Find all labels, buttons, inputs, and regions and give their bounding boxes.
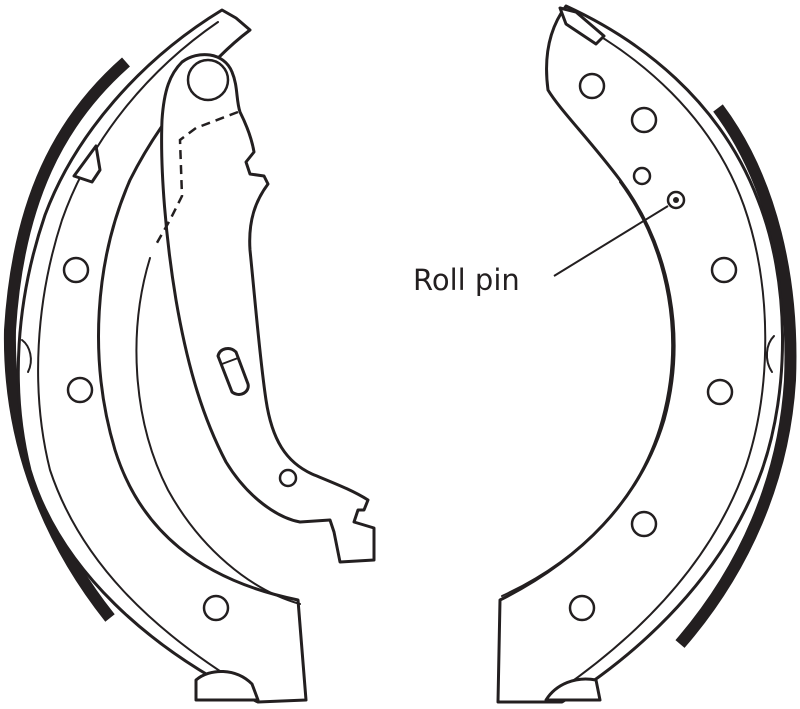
left-shoe-rivet-hole [62, 256, 90, 284]
right-shoe-rivet-hole [578, 72, 606, 100]
right-shoe-lining [675, 104, 797, 648]
left-brake-shoe [3, 8, 376, 704]
left-shoe-pivot-hole [186, 58, 230, 102]
left-shoe-slot [216, 347, 250, 396]
left-shoe-inner-edge [37, 21, 251, 691]
left-shoe-small-hole [278, 468, 298, 488]
left-shoe-tab [72, 144, 102, 184]
left-shoe-web-inner-edge [135, 257, 301, 605]
right-shoe-rivet-hole [630, 106, 658, 134]
left-shoe-notch [21, 339, 32, 373]
right-shoe-notch [766, 335, 775, 373]
right-shoe-plate [496, 4, 785, 704]
right-shoe-bottom-tab [544, 677, 602, 702]
roll-pin-leader-line [553, 205, 669, 277]
left-shoe-web [160, 53, 376, 564]
roll-pin-label: Roll pin [413, 263, 520, 297]
right-brake-shoe [496, 4, 797, 704]
right-shoe-rivet-hole [706, 378, 734, 406]
right-shoe-rivet-hole [568, 594, 596, 622]
right-shoe-web-inner-edge [501, 181, 674, 597]
left-shoe-rivet-hole [202, 594, 230, 622]
left-shoe-plate [16, 8, 308, 704]
roll-pin-icon [666, 190, 686, 210]
right-shoe-rivet-hole [710, 256, 738, 284]
left-shoe-lining [3, 57, 130, 622]
left-shoe-bottom-tab [194, 669, 260, 702]
right-shoe-small-hole [632, 166, 652, 186]
right-shoe-top-tab [558, 6, 606, 46]
right-shoe-rivet-hole [630, 510, 658, 538]
left-shoe-rivet-hole [66, 376, 94, 404]
right-shoe-inner-edge [559, 19, 767, 691]
left-shoe-hidden-line [152, 110, 239, 249]
